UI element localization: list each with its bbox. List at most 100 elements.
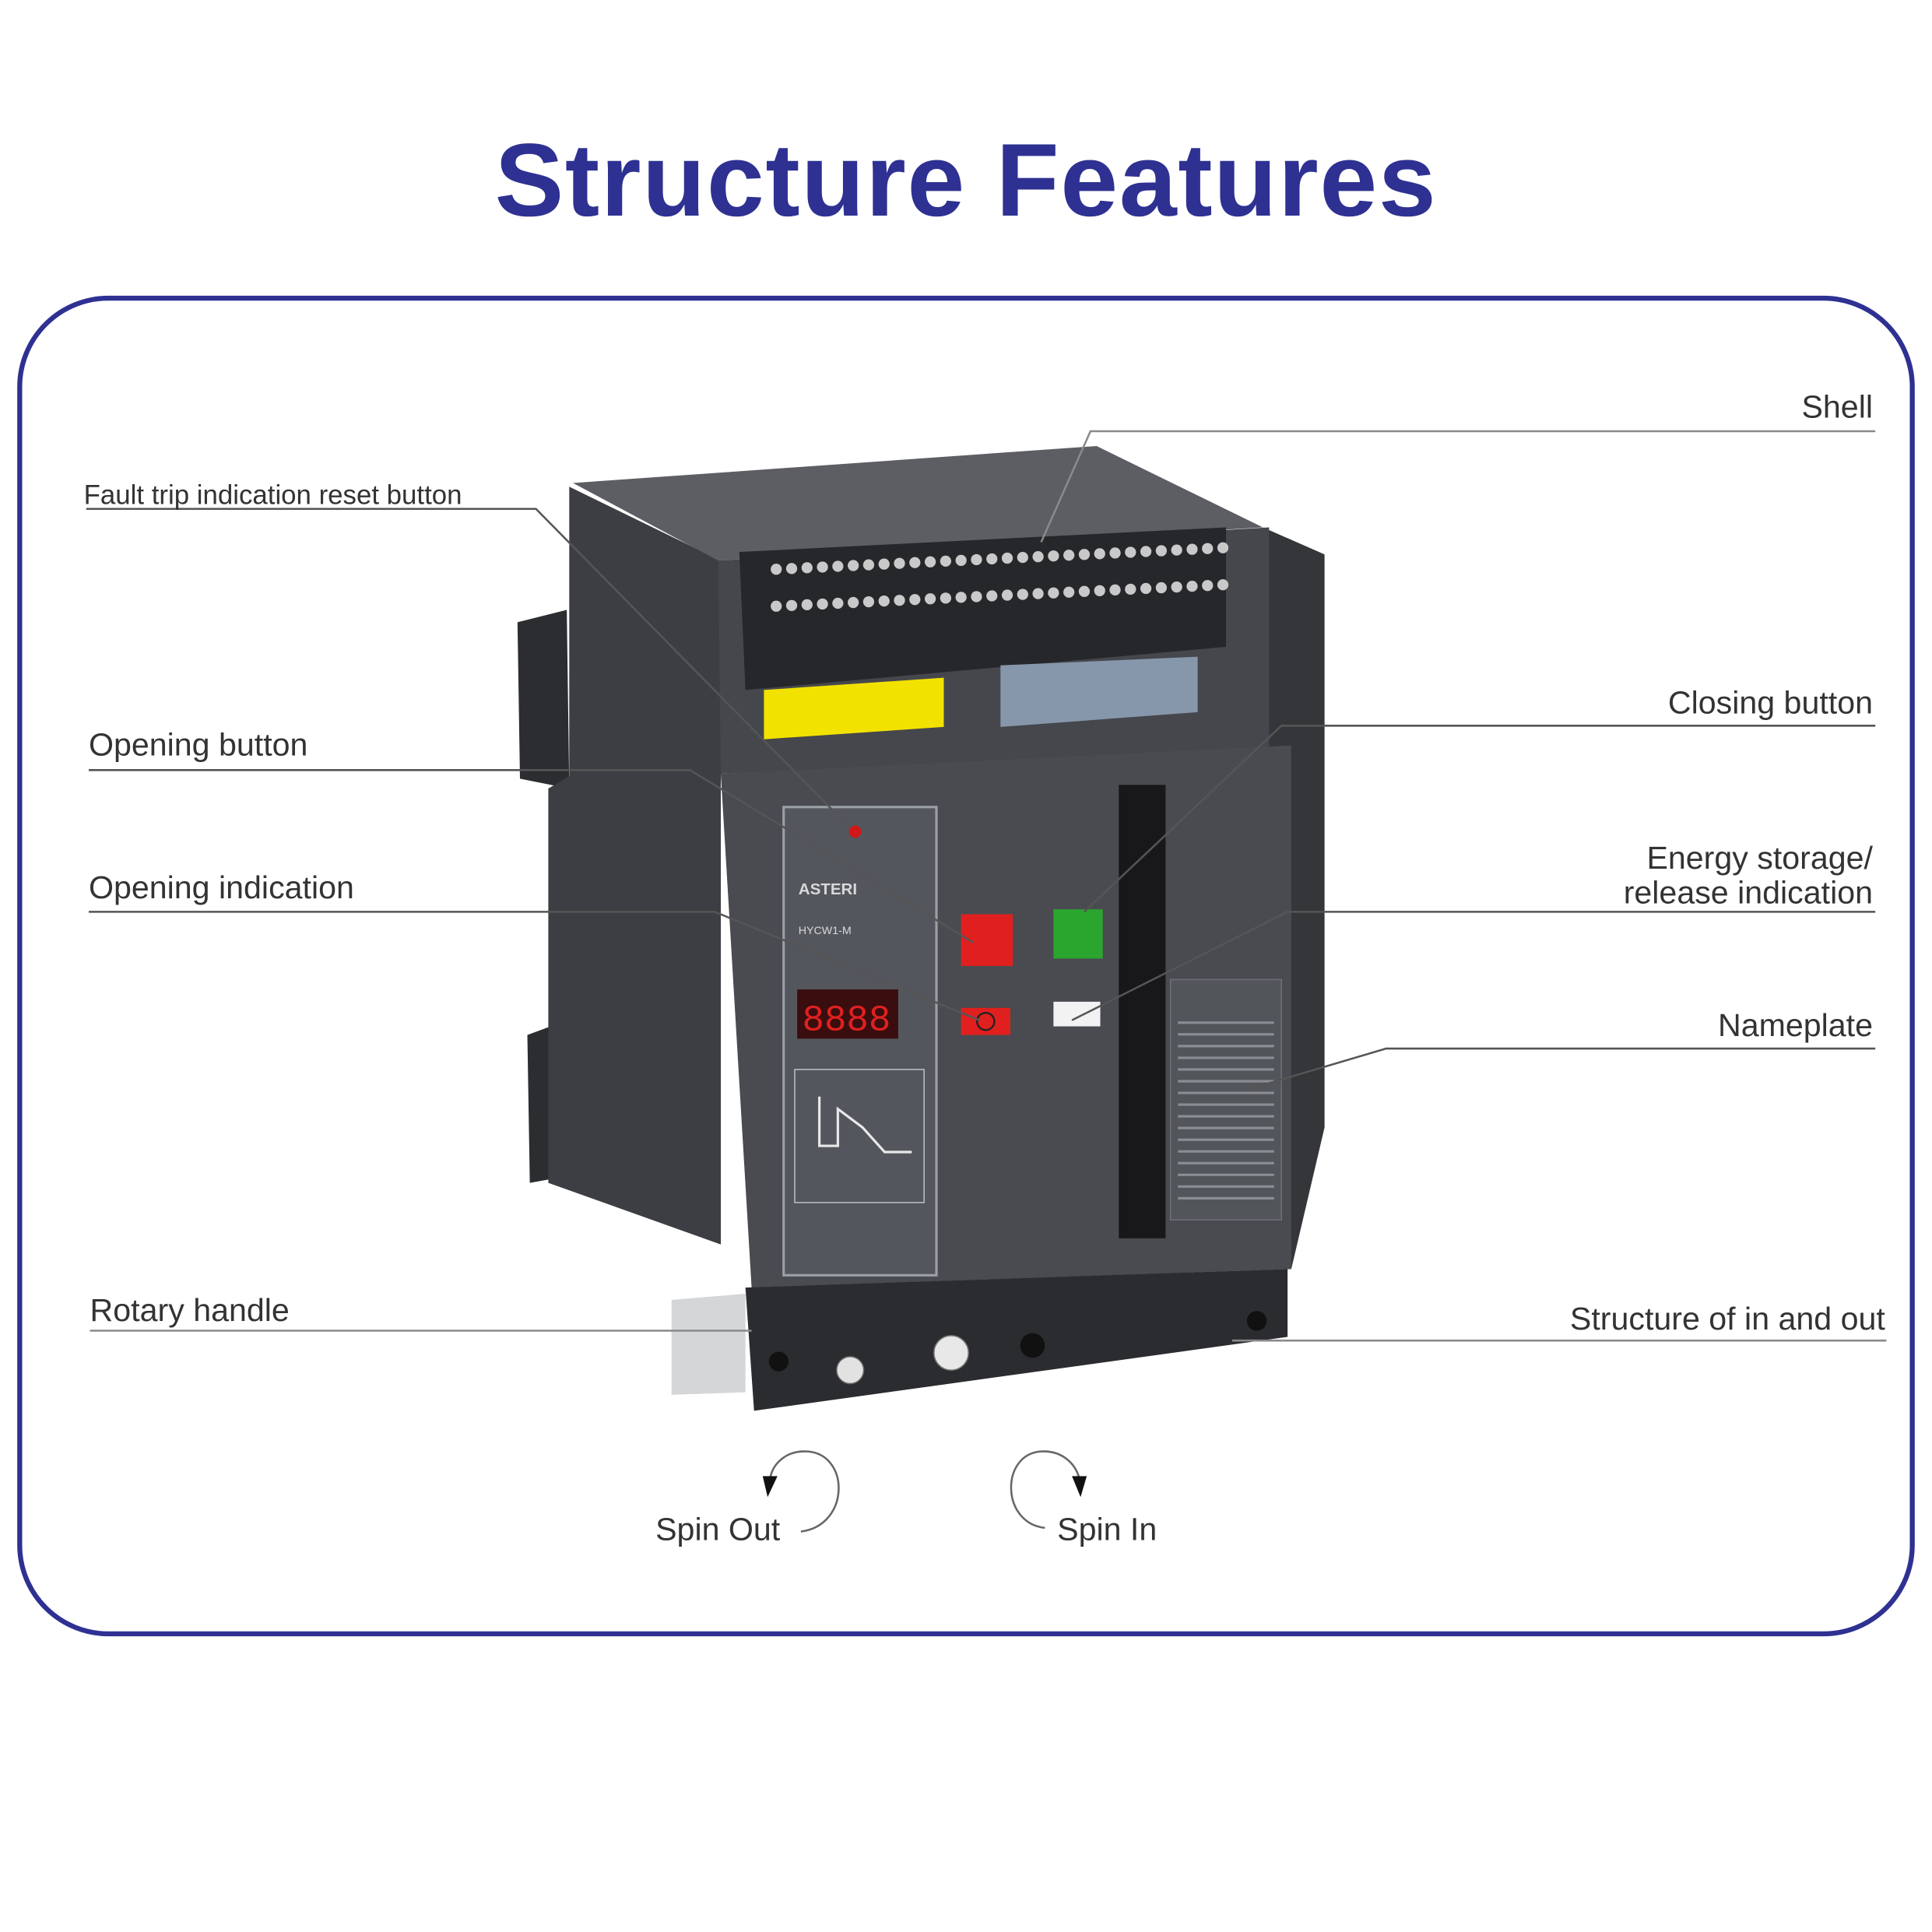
left-side-panel bbox=[548, 487, 721, 1245]
terminal-screw bbox=[817, 598, 828, 610]
terminal-screw bbox=[986, 590, 998, 602]
leader-opening-button bbox=[88, 769, 975, 944]
display-digits: 8888 bbox=[802, 999, 890, 1042]
rail-left bbox=[671, 1294, 746, 1395]
page-title: Structure Features bbox=[494, 121, 1438, 238]
terminal-screw bbox=[924, 556, 936, 567]
label-closing-button: Closing button bbox=[1667, 683, 1874, 721]
label-spin-out: Spin Out bbox=[655, 1510, 781, 1548]
terminal-screw bbox=[862, 559, 875, 571]
terminal-screw bbox=[1017, 588, 1028, 600]
terminal-label bbox=[1000, 656, 1198, 727]
terminal-screw bbox=[832, 560, 844, 572]
terminal-screw bbox=[1217, 542, 1229, 553]
terminal-screw bbox=[986, 553, 998, 565]
spin-in-arrow-icon bbox=[1010, 1450, 1080, 1530]
base-hole-1 bbox=[1020, 1333, 1045, 1358]
terminal-screw bbox=[1217, 579, 1229, 591]
terminal-screw bbox=[878, 595, 890, 607]
terminal-screw bbox=[817, 561, 828, 573]
circuit-breaker-image: ASTERI HYCW1-M 8888 bbox=[517, 446, 1325, 1411]
terminal-block bbox=[739, 527, 1226, 690]
terminal-screw bbox=[1125, 583, 1136, 595]
terminal-screw bbox=[848, 560, 859, 571]
controller-unit bbox=[782, 806, 938, 1277]
terminal-screw bbox=[785, 599, 798, 611]
label-opening-button: Opening button bbox=[88, 725, 308, 763]
terminal-screw bbox=[771, 564, 782, 575]
handle-slot bbox=[1119, 785, 1166, 1238]
leader-nameplate bbox=[1244, 1047, 1876, 1092]
terminal-screw bbox=[1094, 548, 1105, 560]
leader-fault-trip bbox=[86, 508, 852, 829]
terminal-screw bbox=[1202, 543, 1214, 554]
terminal-screw bbox=[1078, 549, 1091, 560]
terminal-screw bbox=[1001, 552, 1013, 564]
terminal-screw bbox=[1140, 582, 1152, 595]
terminal-screw bbox=[971, 591, 982, 602]
leader-energy bbox=[1071, 911, 1876, 1021]
fault-reset-button bbox=[848, 825, 862, 838]
terminal-screw bbox=[1171, 581, 1182, 593]
terminal-screw bbox=[832, 597, 844, 609]
terminal-screw bbox=[894, 557, 905, 569]
label-shell: Shell bbox=[1801, 388, 1874, 426]
terminal-screw bbox=[924, 593, 936, 605]
terminal-screw bbox=[1048, 587, 1059, 599]
terminal-screw bbox=[1155, 545, 1168, 557]
terminal-screw bbox=[1032, 588, 1044, 599]
terminal-screw bbox=[785, 563, 798, 574]
terminal-screw bbox=[1186, 543, 1198, 555]
terminal-screws bbox=[771, 542, 1229, 612]
base-hole-3 bbox=[768, 1351, 789, 1372]
rotary-handle-knob bbox=[933, 1335, 969, 1371]
terminal-screw bbox=[1017, 551, 1028, 564]
warning-label bbox=[764, 677, 944, 739]
terminal-screw bbox=[1048, 550, 1059, 562]
terminal-screw bbox=[909, 557, 921, 568]
terminal-screw bbox=[940, 555, 951, 567]
terminal-screw bbox=[862, 595, 875, 608]
leader-opening-indication bbox=[88, 911, 980, 1021]
terminal-screw bbox=[1001, 589, 1013, 601]
spin-in-arrowhead-icon bbox=[1072, 1476, 1087, 1498]
terminal-screw bbox=[1202, 580, 1214, 592]
terminal-screw bbox=[1109, 547, 1121, 559]
diagram-frame bbox=[17, 295, 1915, 1637]
terminal-screw bbox=[1094, 585, 1105, 596]
terminal-screw bbox=[1171, 544, 1182, 556]
terminal-screw bbox=[1063, 586, 1075, 598]
terminal-screw bbox=[801, 599, 813, 611]
terminal-screw bbox=[1063, 550, 1075, 561]
terminal-screw bbox=[801, 562, 813, 574]
opening-indication-circle bbox=[976, 1011, 996, 1031]
terminal-screw bbox=[1109, 584, 1121, 596]
leader-closing-button bbox=[1084, 725, 1876, 913]
label-nameplate: Nameplate bbox=[1717, 1006, 1874, 1044]
base-lock bbox=[835, 1355, 865, 1385]
left-mount-bracket bbox=[517, 609, 570, 789]
terminal-screw bbox=[940, 592, 951, 604]
terminal-screw bbox=[771, 600, 782, 612]
label-energy-line1: Energy storage/ bbox=[1646, 838, 1874, 876]
trip-curve-panel bbox=[794, 1069, 925, 1203]
terminal-screw bbox=[955, 592, 967, 603]
terminal-screw bbox=[1140, 546, 1152, 557]
nameplate-text-lines bbox=[1178, 1021, 1274, 1200]
label-energy-line2: release indication bbox=[1623, 873, 1874, 911]
terminal-screw bbox=[955, 554, 967, 567]
controller-brand: ASTERI bbox=[799, 880, 857, 898]
draw-out-base bbox=[745, 1269, 1288, 1411]
label-structure-in-out: Structure of in and out bbox=[1569, 1299, 1885, 1337]
closing-button bbox=[1053, 909, 1103, 959]
leader-lines bbox=[86, 430, 1887, 1342]
energy-indication bbox=[1053, 1001, 1101, 1027]
digital-display bbox=[797, 989, 898, 1039]
top-plate bbox=[573, 446, 1263, 561]
terminal-screw bbox=[848, 596, 859, 609]
trip-curve bbox=[818, 1096, 912, 1154]
spin-out-arrowhead-icon bbox=[762, 1476, 778, 1498]
nameplate bbox=[1169, 978, 1283, 1221]
label-spin-in: Spin In bbox=[1057, 1510, 1157, 1548]
